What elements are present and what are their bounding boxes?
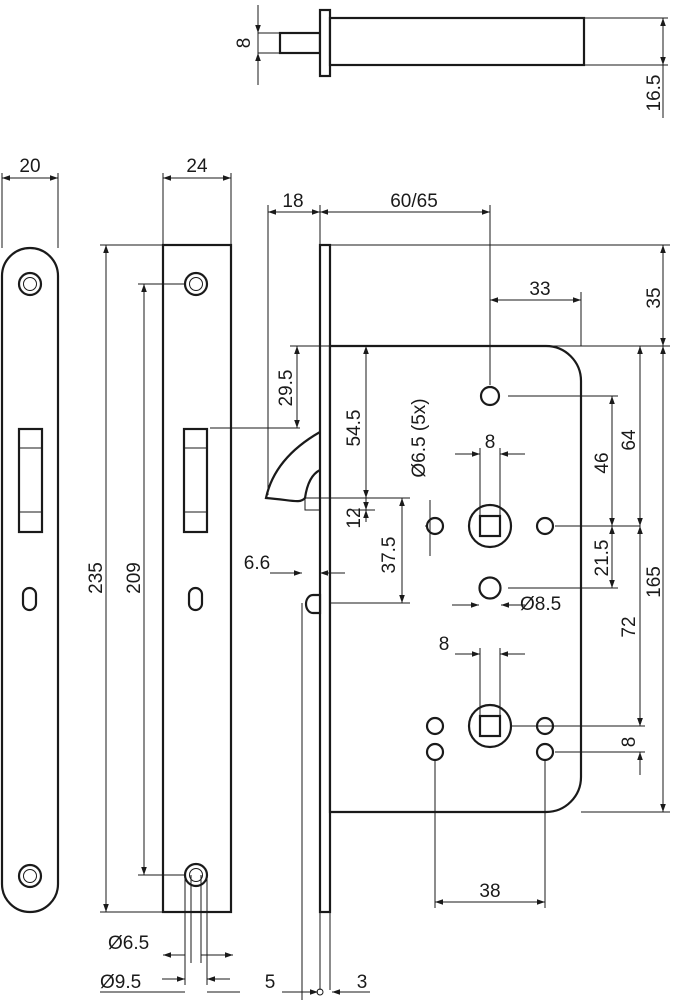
dim-screw-centers: 209 xyxy=(124,562,145,594)
dim-square-upper: 8 xyxy=(485,432,496,453)
dim-upper-hole-spacing: 46 xyxy=(592,452,613,473)
dim-follower-spacing: 72 xyxy=(619,616,640,637)
dim-plate-thickness: 3 xyxy=(357,972,368,993)
spindle-part xyxy=(257,5,668,118)
dim-backset: 60/65 xyxy=(390,191,438,212)
dim-faceplate-width-square: 24 xyxy=(186,156,208,177)
dim-screw-head-dia: Ø9.5 xyxy=(100,972,141,993)
dim-overall-body: 165 xyxy=(644,566,665,598)
dim-spindle-overall: 16.5 xyxy=(644,75,665,112)
dim-follower-to-edge: 33 xyxy=(529,279,550,300)
dim-hole-dia-middle: Ø8.5 xyxy=(520,594,561,615)
faceplate-square xyxy=(100,173,233,985)
dim-screw-hole-dia: Ø6.5 xyxy=(108,933,149,954)
dim-top-offset: 35 xyxy=(644,287,665,308)
dim-body-to-follower: 64 xyxy=(619,429,640,451)
dim-faceplate-width-rounded: 20 xyxy=(19,156,40,177)
dim-hole-dia-5x: Ø6.5 (5x) xyxy=(409,398,430,477)
dim-latch-height: 12 xyxy=(344,507,365,528)
dimension-lines xyxy=(2,15,670,995)
dim-forend-overall-height: 235 xyxy=(86,562,107,594)
dim-forend-thickness: 5 xyxy=(265,972,276,993)
lock-case xyxy=(264,243,583,1000)
faceplate-rounded xyxy=(0,173,60,914)
dim-latch-top: 29.5 xyxy=(276,370,297,407)
dim-spindle-height: 8 xyxy=(234,38,255,49)
dimension-labels: 8 16.5 20 24 235 209 Ø6.5 Ø9.5 5 3 18 60… xyxy=(19,38,665,993)
dim-latch-offset: 6.6 xyxy=(244,553,270,574)
dim-latch-depth: 54.5 xyxy=(344,410,365,447)
dim-bolt-depth: 37.5 xyxy=(379,537,400,574)
dim-square-lower: 8 xyxy=(439,634,450,655)
dim-lower-hole-pitch: 38 xyxy=(479,881,500,902)
dim-follower-to-hole: 21.5 xyxy=(592,540,613,577)
dim-latch-throw: 18 xyxy=(282,191,303,212)
dim-lower-hole-spacing: 8 xyxy=(619,737,640,748)
